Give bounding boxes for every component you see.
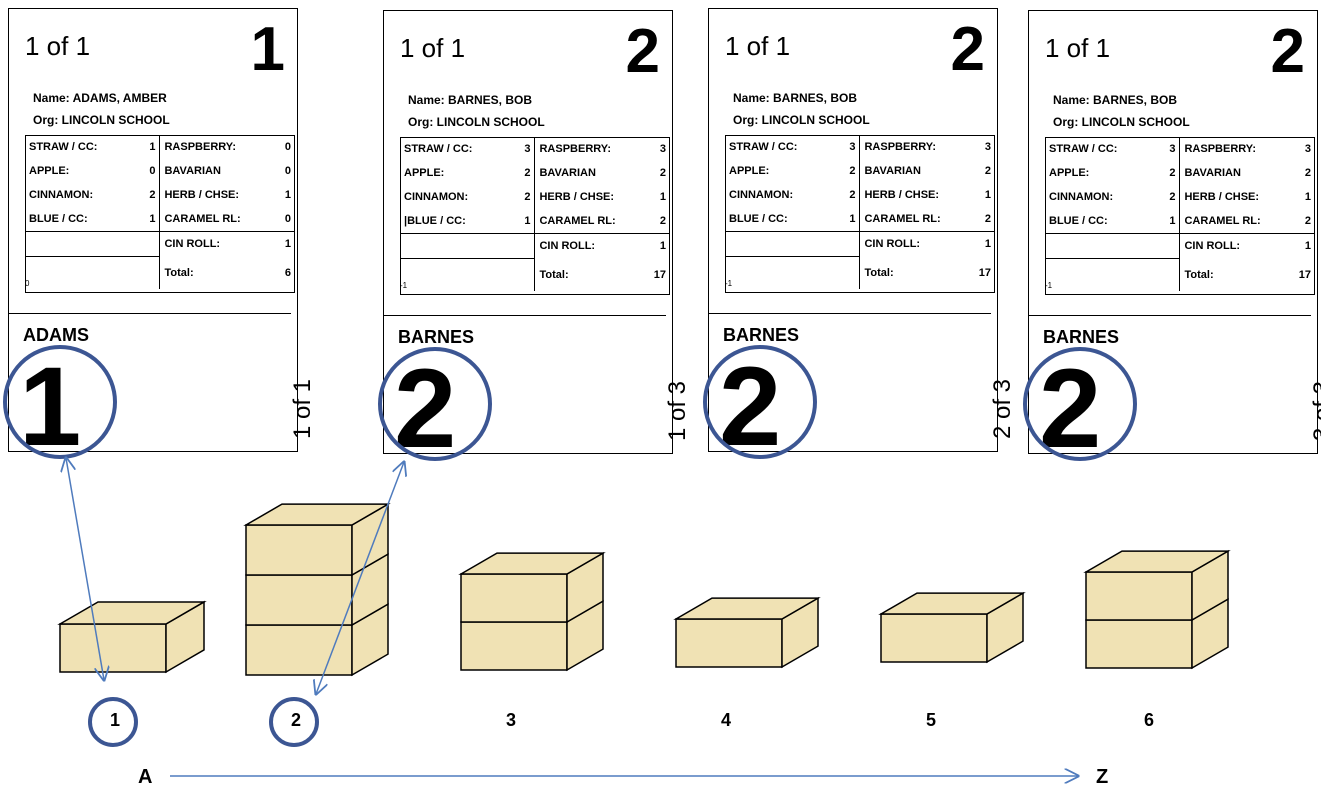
box-front-face (246, 625, 352, 675)
box-front-face (246, 525, 352, 575)
box-front-face (1086, 572, 1192, 620)
stack-number-circle (269, 697, 319, 747)
stack-4-box (676, 598, 818, 667)
stack-number-6: 6 (1144, 710, 1154, 731)
stack-3-box (461, 553, 603, 622)
stack-1-box (60, 602, 204, 672)
axis-end-label: Z (1096, 766, 1108, 789)
stack-2-box (246, 504, 388, 575)
stack-number-circle (88, 697, 138, 747)
box-front-face (60, 624, 166, 672)
box-front-face (461, 574, 567, 622)
box-front-face (881, 614, 987, 662)
box-front-face (461, 622, 567, 670)
box-front-face (676, 619, 782, 667)
stack-number-5: 5 (926, 710, 936, 731)
stack-number-3: 3 (506, 710, 516, 731)
axis-start-label: A (138, 766, 152, 789)
stack-5-box (881, 593, 1023, 662)
box-front-face (1086, 620, 1192, 668)
stack-number-4: 4 (721, 710, 731, 731)
stack-6-box (1086, 551, 1228, 620)
box-front-face (246, 575, 352, 625)
